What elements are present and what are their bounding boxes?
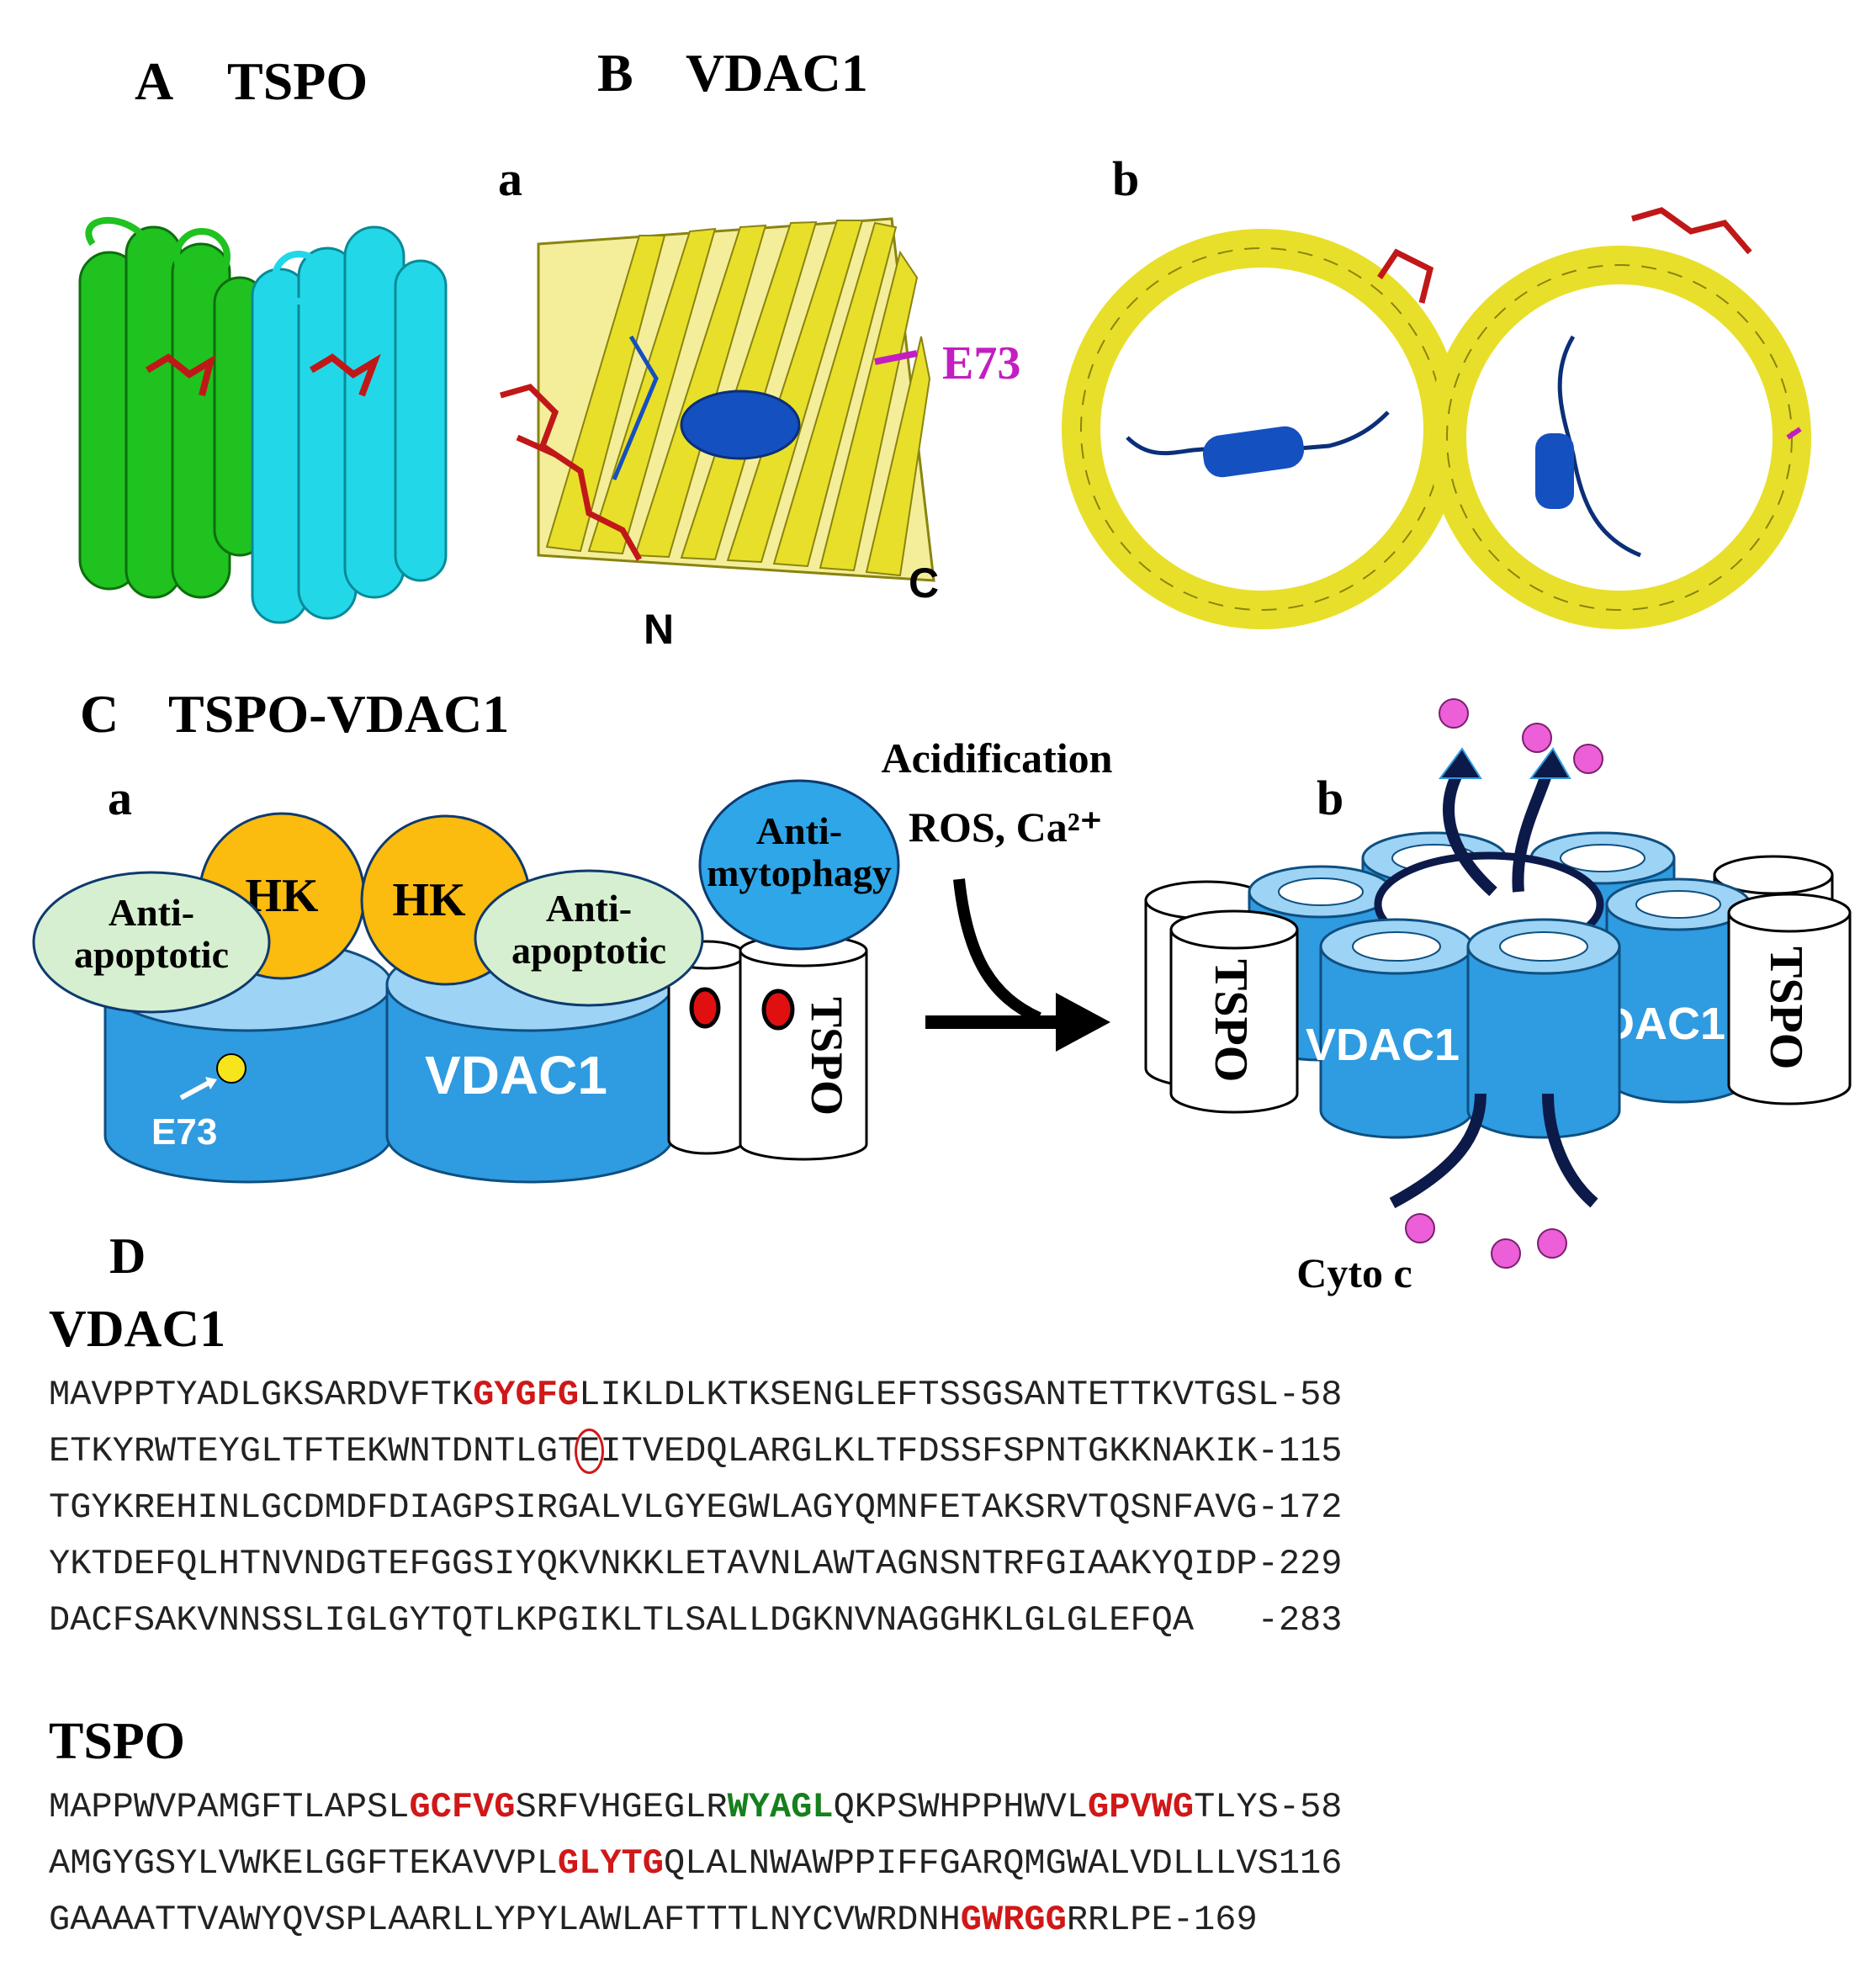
tspo-sequence: MAPPWVPAMGFTLAPSLGCFVGSRFVHGEGLRWYAGLQKP… (49, 1779, 1343, 1948)
tspo-ligand (145, 353, 381, 397)
e73-marker (874, 350, 918, 365)
anti-apoptotic-2: Anti- apoptotic (474, 869, 704, 1007)
sequence-segment: MAPPWVPAMGFTLAPSL (49, 1787, 410, 1827)
vdac1-sequence-line: MAVPPTYADLGKSARDVFTKGYGFGLIKLDLKTKSENGLE… (49, 1367, 1342, 1423)
cyto-c-label: Cyto c (1296, 1249, 1412, 1296)
hk-label-2: HK (392, 874, 466, 926)
panel-a-letter: A (135, 51, 173, 111)
sequence-segment: DACFSAKVNNSSLIGLGYTQTLKPGIKLTLSALLDGKNVN… (49, 1600, 1343, 1641)
stimulus-line2: ROS, Ca²⁺ (909, 803, 1102, 851)
anti-mytophagy-line2: mytophagy (707, 851, 892, 894)
anti-apoptotic-1: Anti- apoptotic (32, 871, 271, 1014)
tspo-chain-2 (251, 225, 448, 624)
sequence-segment: QKPSWHPPHWVL (833, 1787, 1089, 1827)
sequence-segment: ETKYRWTEYGLTFTEKWNTDNTLGT (49, 1431, 580, 1471)
cyto-c-exit-arrows (1443, 766, 1554, 897)
anti-mytophagy-line1: Anti- (756, 809, 842, 852)
vdac1-sequence: MAVPPTYADLGKSARDVFTKGYGFGLIKLDLKTKSENGLE… (49, 1367, 1342, 1649)
sequence-segment: GAAAATTVAWYQVSPLAARLLYPYLAWLAFTTTLNYCVWR… (49, 1900, 961, 1940)
e73-label-c: E73 (151, 1111, 217, 1153)
circled-residue: E (575, 1429, 605, 1474)
vdac1-barrel-side: E73 N C (500, 217, 1020, 653)
tspo-label-a: TSPO (802, 997, 852, 1116)
e73-label: E73 (942, 337, 1020, 390)
sequence-segment: TGYKREHINLGCDMDFDIAGPSIRGALVLGYEGWLAGYQM… (49, 1487, 1343, 1528)
anti-mytophagy: Anti- mytophagy (698, 779, 900, 951)
sequence-segment: LIKLDLKTKSENGLEFTSSGSANTETTKVTGSL-58 (579, 1375, 1343, 1415)
motif-highlight: GCFVG (409, 1787, 516, 1827)
sequence-segment: ITVEDQLARGLKLTFDSSFSPNTGKKNAKIK-115 (600, 1431, 1343, 1471)
motif-highlight: GWRGG (960, 1900, 1067, 1940)
panel-b-sub-a: a (498, 151, 522, 206)
tspo-sequence-line: GAAAATTVAWYQVSPLAARLLYPYLAWLAFTTTLNYCVWR… (49, 1892, 1343, 1948)
tspo-front-left: TSPO (1169, 909, 1299, 1114)
sequence-segment: TLYS-58 (1194, 1787, 1343, 1827)
tspo-chain-1 (78, 216, 267, 599)
panel-a: A TSPO (78, 51, 448, 624)
cyto-c-entry-arrows (1389, 1093, 1598, 1209)
panel-a-title: TSPO (227, 51, 368, 111)
panel-d-letter: D (109, 1228, 146, 1284)
panel-b-sub-b: b (1112, 151, 1139, 206)
vdac1-sequence-line: YKTDEFQLHTNVNDGTEFGGSIYQKVNKKLETAVNLAWTA… (49, 1536, 1342, 1593)
vdac1-sequence-line: TGYKREHINLGCDMDFDIAGPSIRGALVLGYEGWLAGYQM… (49, 1480, 1342, 1536)
n-terminus-label: N (644, 606, 674, 653)
panel-c: C TSPO-VDAC1 a b (32, 684, 1852, 1296)
panel-c-sub-a: a (108, 771, 132, 825)
anti-apoptotic-2-line2: apoptotic (511, 929, 666, 972)
sequence-segment: RRLPE-169 (1066, 1900, 1258, 1940)
panel-b-letter: B (597, 43, 633, 103)
cyto-c-particles (1405, 698, 1603, 1269)
vdac1-barrel-top-1 (1062, 229, 1462, 629)
c-terminus-label: C (909, 559, 939, 607)
tspo-ligand-dot (761, 989, 795, 1031)
anti-apoptotic-1-line2: apoptotic (74, 933, 229, 976)
vdac1-label-b1: VDAC1 (1306, 1020, 1460, 1070)
stimulus-line1: Acidification (882, 734, 1113, 782)
vdac1-sequence-line: DACFSAKVNNSSLIGLGYTQTLKPGIKLTLSALLDGKNVN… (49, 1593, 1342, 1649)
motif-highlight: GYGFG (473, 1375, 580, 1415)
motif-highlight: GPVWG (1088, 1787, 1195, 1827)
vdac1-sequence-title: VDAC1 (49, 1301, 226, 1358)
vdac1-sequence-line: ETKYRWTEYGLTFTEKWNTDNTLGTEITVEDQLARGLKLT… (49, 1423, 1342, 1480)
tspo-label-b2: TSPO (1760, 946, 1812, 1069)
anti-apoptotic-1-line1: Anti- (109, 891, 194, 934)
sequence-segment: SRFVHGEGLR (515, 1787, 728, 1827)
sequence-segment: MAVPPTYADLGKSARDVFTK (49, 1375, 474, 1415)
e73-dot (216, 1053, 246, 1084)
panel-b: B VDAC1 a b E73 N (498, 43, 1811, 653)
tspo-sequence-line: AMGYGSYLVWKELGGFTEKAVVPLGLYTGQLALNWAWPPI… (49, 1836, 1343, 1892)
vdac1-complex: TSPO VDAC1 E73 (103, 934, 868, 1184)
stimulus-curve (953, 878, 1041, 1024)
panel-c-sub-b: b (1317, 771, 1343, 825)
vdac1-front: VDAC1 (1306, 918, 1621, 1139)
tspo-ligand-dot (689, 987, 721, 1029)
vdac1-barrel-top-2 (1428, 207, 1811, 629)
tspo-sequence-line: MAPPWVPAMGFTLAPSLGCFVGSRFVHGEGLRWYAGLQKP… (49, 1779, 1343, 1836)
panel-b-title: VDAC1 (686, 43, 868, 103)
motif-highlight: GLYTG (557, 1843, 664, 1884)
panel-c-title: TSPO-VDAC1 (168, 684, 509, 744)
tspo-label-b1: TSPO (1205, 959, 1257, 1082)
vdac1-n-helix (680, 390, 801, 460)
sequence-segment: YKTDEFQLHTNVNDGTEFGGSIYQKVNKKLETAVNLAWTA… (49, 1544, 1343, 1584)
tspo-front-right: TSPO (1727, 893, 1852, 1105)
anti-apoptotic-2-line1: Anti- (546, 887, 632, 930)
vdac1-ligand (500, 384, 643, 561)
vdac1-label-a: VDAC1 (425, 1045, 607, 1105)
sequence-segment: AMGYGSYLVWKELGGFTEKAVVPL (49, 1843, 558, 1884)
motif-highlight: WYAGL (727, 1787, 834, 1827)
panel-c-letter: C (80, 684, 119, 744)
transition-arrowhead (1056, 993, 1110, 1052)
vdac1-oligomer: VDAC1 VDAC1 TSPO (1144, 747, 1852, 1209)
sequence-segment: QLALNWAWPPIFFGARQMGWALVDLLLVS116 (663, 1843, 1343, 1884)
tspo-cylinder-2: TSPO (739, 934, 868, 1161)
e73-arrow (179, 1079, 214, 1100)
tspo-sequence-title: TSPO (49, 1713, 185, 1770)
